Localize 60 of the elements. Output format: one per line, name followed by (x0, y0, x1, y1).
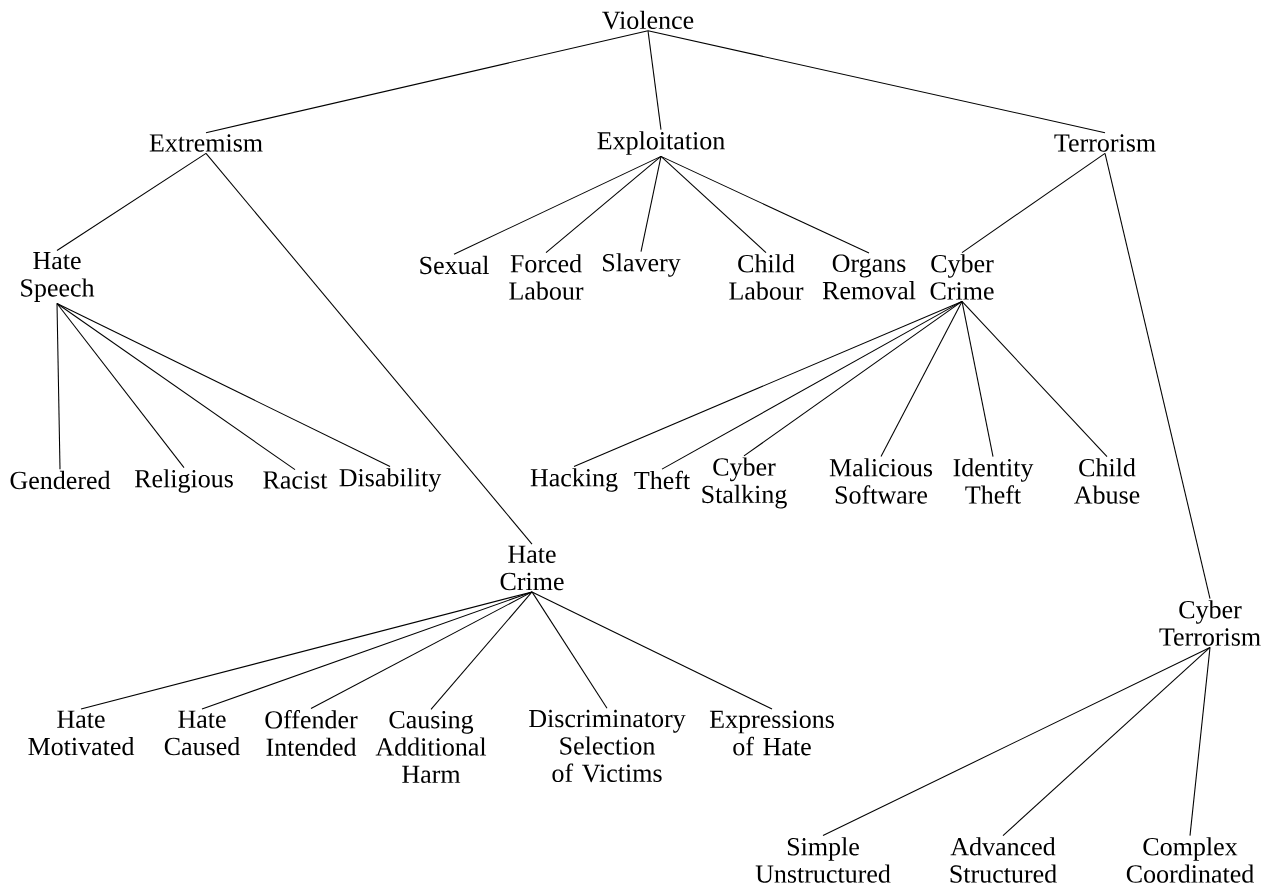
branch-line (660, 155, 767, 254)
branch-line (647, 30, 662, 131)
branch-line (961, 300, 994, 458)
category-label: Gendered (10, 470, 111, 490)
category-label: Expressions of Hate (709, 710, 834, 756)
category-label: Forced Labour (509, 254, 584, 300)
category-label: Sexual (420, 255, 489, 275)
branch-line (1189, 646, 1211, 837)
category-label: Causing Additional Harm (375, 710, 487, 784)
branch-line (56, 303, 61, 470)
category-label: Violence (602, 10, 694, 30)
category-label: Theft (634, 470, 690, 490)
branch-line (56, 152, 207, 251)
branch-line (743, 300, 963, 457)
branch-line (205, 152, 533, 545)
branch-line (640, 155, 662, 253)
category-label: Hate Caused (164, 710, 240, 756)
branch-line (880, 300, 963, 458)
category-label: Terrorism (1054, 134, 1156, 152)
category-label: Child Labour (729, 254, 804, 300)
branch-line (961, 152, 1106, 254)
branch-line (56, 303, 296, 471)
branch-line (822, 646, 1211, 837)
category-label: Advanced Structured (950, 837, 1057, 883)
category-label: Slavery (603, 253, 681, 277)
category-label: Exploitation (597, 131, 725, 155)
branch-line (1104, 152, 1211, 600)
category-label: Organs Removal (822, 254, 916, 300)
branch-line (647, 30, 1106, 134)
branch-line (56, 303, 391, 468)
category-label: Identity Theft (953, 458, 1034, 504)
branch-line (430, 591, 533, 710)
category-label: Simple Unstructured (755, 837, 891, 883)
branch-line (660, 155, 870, 254)
category-label: Complex Coordinated (1126, 837, 1254, 883)
branch-line (531, 591, 773, 710)
category-label: Hate Speech (21, 252, 95, 302)
category-label: Cyber Terrorism (1159, 600, 1261, 646)
branch-line (56, 303, 185, 469)
category-label: Hate Crime (500, 545, 564, 591)
branch-line (531, 591, 608, 709)
category-label: Extremism (149, 134, 263, 152)
branch-line (205, 30, 649, 134)
category-label: Hate Motivated (28, 710, 135, 756)
branch-line (453, 155, 662, 255)
category-label: Disability (339, 468, 442, 492)
category-label: Child Abuse (1074, 458, 1140, 504)
category-label: Malicious Software (829, 458, 933, 504)
branch-line (1002, 646, 1211, 837)
branch-line (961, 300, 1108, 458)
category-label: Offender Intended (265, 710, 358, 756)
category-label: Racist (263, 471, 328, 489)
category-label: Cyber Stalking (702, 457, 787, 509)
category-label: Discriminatory Selection of Victims (529, 709, 686, 783)
category-label: Hacking (530, 468, 618, 492)
category-label: Religious (134, 469, 233, 493)
branch-line (310, 591, 533, 709)
category-label: Cyber Crime (930, 254, 994, 300)
branch-line (661, 300, 963, 470)
branch-line (545, 155, 662, 254)
